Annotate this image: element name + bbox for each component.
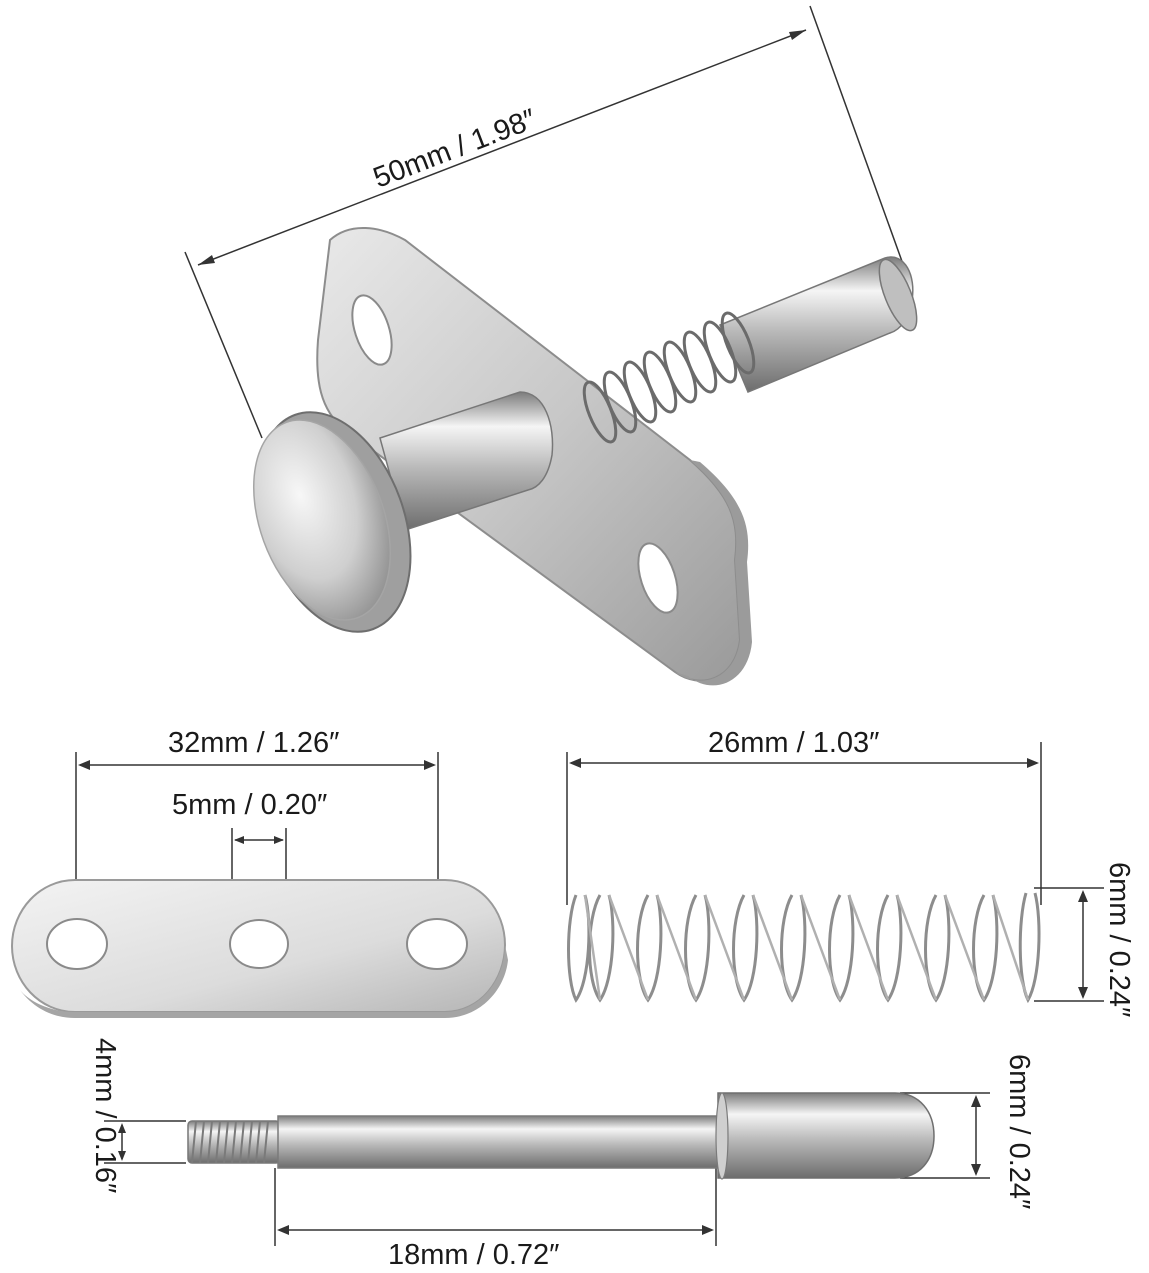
spring-length-label: 26mm / 1.03″ bbox=[708, 727, 879, 759]
assembled-latch: 50mm / 1.98″ bbox=[184, 5, 918, 686]
pin-head bbox=[717, 1092, 935, 1179]
dimension-32mm: 32mm / 1.26″ bbox=[75, 727, 439, 928]
dimension-18mm: 18mm / 0.72″ bbox=[274, 1168, 717, 1271]
pin-shaft-label: 18mm / 0.72″ bbox=[388, 1239, 559, 1271]
plate-length-label: 32mm / 1.26″ bbox=[168, 727, 339, 759]
spring-coils bbox=[567, 892, 1041, 1004]
pin-head-label: 6mm / 0.24″ bbox=[1003, 1054, 1035, 1209]
pin-shaft bbox=[277, 1115, 721, 1169]
dimension-pin-head-6mm: 6mm / 0.24″ bbox=[900, 1054, 1035, 1209]
plate-hole-center bbox=[229, 919, 289, 969]
plate-hole-right bbox=[406, 918, 468, 970]
assembled-front-shaft bbox=[379, 391, 554, 531]
pin-thread bbox=[187, 1120, 281, 1164]
spring-diameter-label: 6mm / 0.24″ bbox=[1103, 862, 1135, 1017]
dimension-4mm: 4mm / 0.16″ bbox=[89, 1038, 186, 1193]
pin-part: 4mm / 0.16″ 6mm / 0.24″ 18mm / 0.72″ bbox=[89, 1038, 1035, 1271]
spring-part: 26mm / 1.03″ 6mm / 0.24″ bbox=[566, 727, 1135, 1017]
plate-hole-top bbox=[351, 294, 393, 366]
dimension-spring-6mm: 6mm / 0.24″ bbox=[1034, 862, 1135, 1017]
assembled-rear-shaft bbox=[719, 256, 918, 393]
plate-hole-label: 5mm / 0.20″ bbox=[172, 789, 327, 821]
assembled-length-label: 50mm / 1.98″ bbox=[369, 103, 541, 194]
pin-thread-label: 4mm / 0.16″ bbox=[89, 1038, 121, 1193]
plate-hole-bottom bbox=[637, 542, 679, 614]
assembled-spring bbox=[582, 311, 756, 444]
dimension-26mm: 26mm / 1.03″ bbox=[566, 727, 1042, 905]
plate-part: 32mm / 1.26″ 5mm / 0.20″ bbox=[10, 727, 508, 1018]
assembled-knob-head bbox=[252, 411, 412, 633]
plate-hole-left bbox=[46, 918, 108, 970]
